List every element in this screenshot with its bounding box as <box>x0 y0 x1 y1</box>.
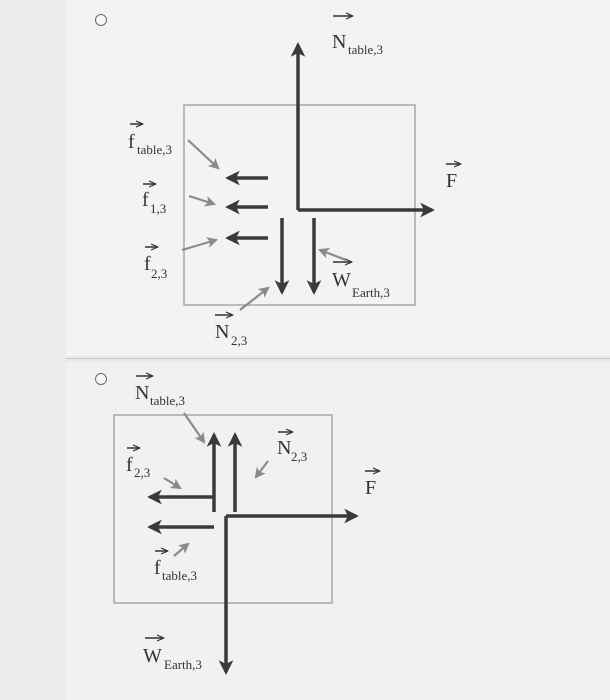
label-n-table-3: N table,3 <box>135 376 185 408</box>
svg-text:Earth,3: Earth,3 <box>352 285 390 300</box>
svg-text:W: W <box>143 645 162 667</box>
label-w-earth-3: W Earth,3 <box>332 262 390 300</box>
pointer-f-table <box>173 542 190 557</box>
svg-text:table,3: table,3 <box>137 142 172 157</box>
svg-text:Earth,3: Earth,3 <box>164 657 202 672</box>
diagram-option-1: N table,3 F f table,3 f 1,3 f 2,3 <box>128 16 460 348</box>
radio-option-2[interactable] <box>95 373 107 385</box>
radio-option-1[interactable] <box>95 14 107 26</box>
svg-text:f: f <box>142 189 149 211</box>
svg-text:F: F <box>446 170 457 192</box>
pointer-n-2-3 <box>239 286 270 311</box>
svg-text:f: f <box>128 131 135 153</box>
pointer-f-2-3 <box>181 237 219 252</box>
pointer-f-1-3 <box>188 194 217 207</box>
svg-text:1,3: 1,3 <box>150 201 166 216</box>
svg-text:F: F <box>365 477 376 499</box>
label-n-2-3: N 2,3 <box>277 432 307 464</box>
svg-text:table,3: table,3 <box>348 42 383 57</box>
svg-text:2,3: 2,3 <box>134 465 150 480</box>
svg-text:f: f <box>144 253 151 275</box>
diagram-option-2: N table,3 f 2,3 N 2,3 F f table,3 <box>113 376 379 675</box>
svg-text:f: f <box>126 454 133 476</box>
pointer-f-2-3 <box>163 477 182 490</box>
label-f-table-3: f table,3 <box>154 551 197 583</box>
svg-text:table,3: table,3 <box>162 568 197 583</box>
pointer-n-2-3 <box>254 460 269 479</box>
pointer-n-table <box>183 412 206 444</box>
svg-text:N: N <box>215 321 229 343</box>
label-f-2-3: f 2,3 <box>144 247 167 281</box>
label-f-1-3: f 1,3 <box>142 184 166 216</box>
label-f-2-3: f 2,3 <box>126 448 150 480</box>
pointer-w-earth <box>317 248 347 262</box>
label-n-table-3: N table,3 <box>332 16 383 57</box>
label-f-applied: F <box>446 164 460 192</box>
svg-text:2,3: 2,3 <box>151 266 167 281</box>
label-f-table-3: f table,3 <box>128 124 172 157</box>
svg-text:N: N <box>135 382 149 404</box>
svg-text:2,3: 2,3 <box>291 449 307 464</box>
label-f-applied: F <box>365 471 379 499</box>
svg-text:N: N <box>277 437 291 459</box>
label-w-earth-3: W Earth,3 <box>143 638 202 672</box>
svg-text:f: f <box>154 557 161 579</box>
pointer-f-table <box>187 139 220 170</box>
svg-text:N: N <box>332 31 346 53</box>
svg-text:W: W <box>332 269 351 291</box>
svg-text:table,3: table,3 <box>150 393 185 408</box>
label-n-2-3: N 2,3 <box>215 315 247 348</box>
option-panel-1 <box>66 0 610 356</box>
block-3-box <box>113 414 333 604</box>
left-margin <box>0 0 66 700</box>
svg-text:2,3: 2,3 <box>231 333 247 348</box>
option-divider <box>66 358 610 359</box>
